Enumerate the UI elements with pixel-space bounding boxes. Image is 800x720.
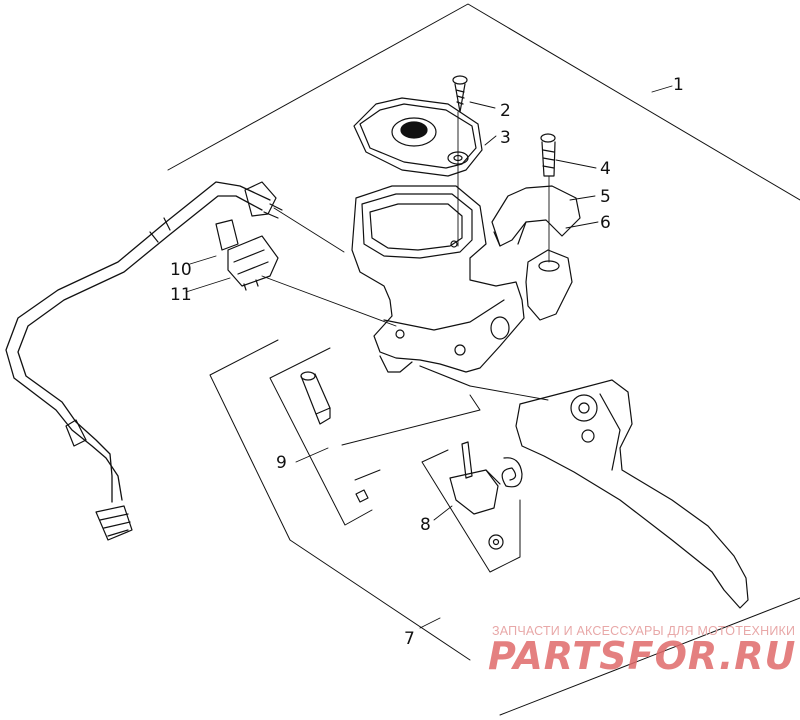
assembly-8-outline [421, 449, 521, 573]
callout-9: 9 [276, 453, 287, 473]
cap-screw [452, 75, 468, 113]
assembly-7-outline [209, 339, 471, 661]
assembly-1-outline [167, 3, 800, 716]
watermark-brand-logo: PARTSFOR.RU [488, 634, 797, 678]
handlebar-clamp [491, 185, 581, 321]
callout-5: 5 [600, 187, 611, 207]
callout-10: 10 [170, 260, 192, 280]
callout-1: 1 [673, 75, 684, 95]
callout-7: 7 [404, 629, 415, 649]
callout-11: 11 [170, 285, 192, 305]
clamp-bolt [540, 133, 556, 177]
callout-2: 2 [500, 101, 511, 121]
brake-light-switch [215, 219, 279, 291]
callout-4: 4 [600, 159, 611, 179]
brake-lever [515, 379, 749, 609]
pivot-pin [300, 371, 369, 503]
callout-8: 8 [420, 515, 431, 535]
callout-6: 6 [600, 213, 611, 233]
brake-hose [5, 181, 283, 541]
callout-3: 3 [500, 128, 511, 148]
reservoir-cap [353, 97, 483, 177]
watermark-tagline: ЗАПЧАСТИ И АКСЕССУАРЫ ДЛЯ МОТОТЕХНИКИ [492, 624, 796, 638]
assembly-line [261, 111, 550, 401]
callout-leaders [185, 85, 673, 629]
assembly-9-outline [269, 347, 481, 526]
lever-adjuster [449, 441, 523, 550]
master-cylinder-body [351, 185, 525, 387]
